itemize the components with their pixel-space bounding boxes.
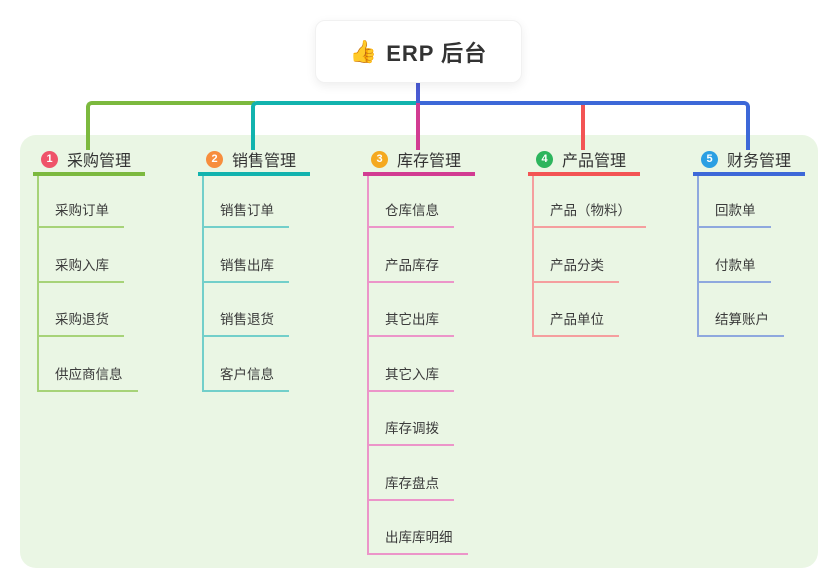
- branch-column: 1 采购管理 采购订单采购入库采购退货供应商信息: [33, 146, 145, 392]
- mindmap-background-panel: [20, 135, 818, 568]
- thumbs-up-icon: 👍: [349, 38, 378, 64]
- branch-item-label: 销售退货: [220, 312, 274, 327]
- branch-item-label: 采购退货: [55, 312, 109, 327]
- branch-column: 2 销售管理 销售订单销售出库销售退货客户信息: [198, 146, 310, 392]
- branch-item[interactable]: 采购退货: [39, 283, 124, 337]
- branch-number-badge: 4: [536, 150, 553, 168]
- branch-item[interactable]: 销售出库: [204, 228, 289, 283]
- branch-topic[interactable]: 4 产品管理: [528, 146, 640, 176]
- branch-title: 财务管理: [727, 153, 792, 170]
- branch-column: 5 财务管理 回款单付款单结算账户: [693, 146, 805, 337]
- branch-item-label: 结算账户: [715, 312, 769, 327]
- branch-item-label: 产品单位: [550, 312, 604, 327]
- branch-number-badge: 1: [41, 150, 58, 168]
- branch-item-label: 客户信息: [220, 366, 274, 382]
- branch-item-label: 库存盘点: [385, 475, 439, 491]
- branch-item-label: 采购入库: [55, 257, 109, 273]
- branch-item-list: 回款单付款单结算账户: [697, 176, 805, 337]
- branch-item[interactable]: 付款单: [699, 228, 771, 283]
- branch-item[interactable]: 供应商信息: [39, 337, 138, 392]
- branch-item-label: 出库库明细: [385, 530, 453, 545]
- branch-item[interactable]: 产品库存: [369, 228, 454, 283]
- branch-item-label: 付款单: [715, 257, 756, 273]
- branch-title: 产品管理: [562, 153, 627, 170]
- branch-number-badge: 2: [206, 150, 223, 168]
- branch-item[interactable]: 出库库明细: [369, 501, 468, 555]
- branch-item-label: 产品（物料）: [550, 203, 631, 218]
- branch-item[interactable]: 库存盘点: [369, 446, 454, 501]
- branch-item[interactable]: 回款单: [699, 176, 771, 228]
- branch-item-list: 仓库信息产品库存其它出库其它入库库存调拨库存盘点出库库明细: [367, 176, 475, 555]
- root-node-erp[interactable]: 👍 ERP 后台: [315, 20, 522, 83]
- root-node-label: ERP 后台: [386, 40, 488, 66]
- branch-item-list: 产品（物料） 产品分类产品单位: [532, 176, 646, 337]
- branch-item-label: 销售订单: [220, 203, 274, 218]
- branch-item-label: 产品库存: [385, 257, 439, 273]
- branch-item-label: 其它入库: [385, 366, 439, 382]
- branch-item[interactable]: 其它入库: [369, 337, 454, 392]
- branch-item[interactable]: 仓库信息: [369, 176, 454, 228]
- branch-topic[interactable]: 5 财务管理: [693, 146, 805, 176]
- branch-item[interactable]: 产品单位: [534, 283, 619, 337]
- branch-title: 采购管理: [67, 153, 132, 170]
- branch-item-label: 销售出库: [220, 257, 274, 273]
- branch-title: 销售管理: [232, 153, 297, 170]
- branch-item[interactable]: 采购入库: [39, 228, 124, 283]
- branch-item[interactable]: 产品（物料）: [534, 176, 646, 228]
- branch-item-list: 采购订单采购入库采购退货供应商信息: [37, 176, 145, 392]
- branch-item-label: 产品分类: [550, 257, 604, 273]
- branch-item[interactable]: 产品分类: [534, 228, 619, 283]
- branch-item-list: 销售订单销售出库销售退货客户信息: [202, 176, 310, 392]
- branch-item[interactable]: 销售退货: [204, 283, 289, 337]
- branch-title: 库存管理: [397, 153, 462, 170]
- branch-item[interactable]: 采购订单: [39, 176, 124, 228]
- branch-number-badge: 5: [701, 150, 718, 168]
- branch-item[interactable]: 其它出库: [369, 283, 454, 337]
- branch-item-label: 供应商信息: [55, 366, 123, 382]
- branch-topic[interactable]: 2 销售管理: [198, 146, 310, 176]
- branch-item-label: 采购订单: [55, 203, 109, 218]
- branch-topic[interactable]: 1 采购管理: [33, 146, 145, 176]
- branch-item[interactable]: 销售订单: [204, 176, 289, 228]
- branch-item-label: 仓库信息: [385, 203, 439, 218]
- branch-column: 3 库存管理 仓库信息产品库存其它出库其它入库库存调拨库存盘点出库库明细: [363, 146, 475, 555]
- branch-item[interactable]: 库存调拨: [369, 392, 454, 446]
- branch-number-badge: 3: [371, 150, 388, 168]
- branch-item-label: 其它出库: [385, 312, 439, 327]
- branch-item-label: 回款单: [715, 203, 756, 218]
- branch-item-label: 库存调拨: [385, 421, 439, 436]
- branch-item[interactable]: 客户信息: [204, 337, 289, 392]
- branch-item[interactable]: 结算账户: [699, 283, 784, 337]
- branch-column: 4 产品管理 产品（物料） 产品分类产品单位: [528, 146, 646, 337]
- branch-topic[interactable]: 3 库存管理: [363, 146, 475, 176]
